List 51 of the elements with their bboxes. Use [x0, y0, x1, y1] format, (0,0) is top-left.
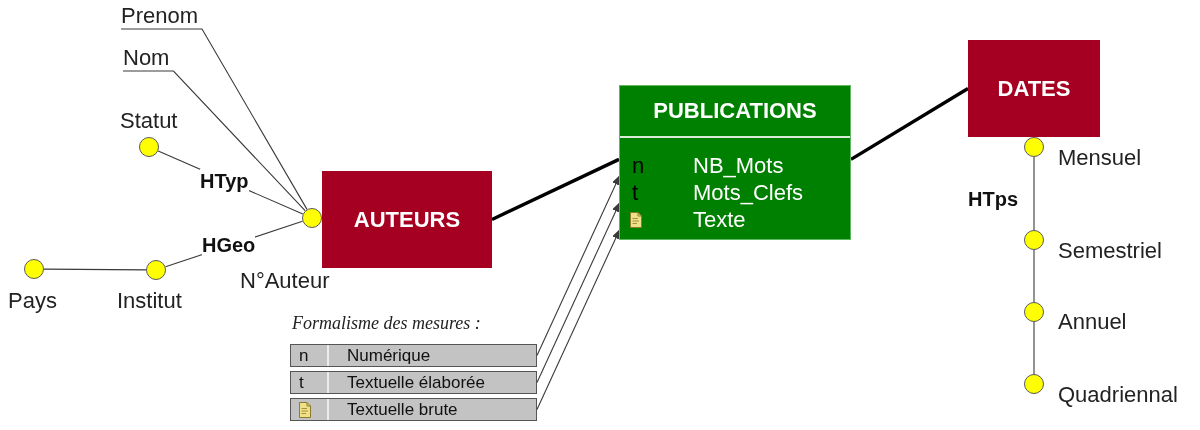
legend-row — [290, 398, 537, 421]
level-label: Semestriel — [1058, 238, 1162, 264]
level-circle — [1024, 230, 1044, 250]
level-label: Annuel — [1058, 309, 1127, 335]
legend-row — [290, 344, 537, 367]
level-label: Pays — [8, 288, 57, 314]
connector-line — [1033, 249, 1035, 303]
type-mark: t — [299, 372, 304, 393]
dimension-name: AUTEURS — [353, 206, 461, 233]
measure-name: Texte — [693, 206, 746, 233]
level-circle — [24, 259, 44, 279]
edge-label: HGeo — [202, 233, 256, 257]
connector-line — [1033, 321, 1035, 375]
measure-type: t — [632, 179, 639, 206]
level-circle — [302, 208, 322, 228]
connector-line — [850, 87, 969, 161]
leader-line — [120, 28, 308, 210]
attribute-name: Nom — [123, 45, 170, 71]
dimension-box — [322, 171, 492, 268]
dimension-name: DATES — [997, 75, 1071, 102]
level-circle — [1024, 374, 1044, 394]
level-label: Quadriennal — [1058, 382, 1178, 408]
legend-heading: Formalisme des mesures : — [292, 312, 481, 334]
fact-box — [619, 85, 851, 240]
fact-name: PUBLICATIONS — [653, 98, 817, 124]
arrow — [536, 201, 621, 384]
dimension-box — [968, 40, 1100, 137]
arrow — [536, 228, 621, 411]
legend-text: Numérique — [347, 345, 431, 366]
identifier-label: N°Auteur — [240, 268, 330, 294]
legend-text: Textuelle brute — [347, 399, 458, 420]
legend-row — [290, 371, 537, 394]
level-circle — [1024, 137, 1044, 157]
connector-line — [491, 157, 620, 222]
leader-line — [122, 70, 306, 212]
level-label: Mensuel — [1058, 145, 1142, 171]
arrow — [536, 174, 621, 357]
legend-text: Textuelle élaborée — [347, 372, 485, 393]
connector-line — [43, 268, 147, 271]
type-mark: n — [299, 345, 309, 366]
measure-type: n — [632, 152, 645, 179]
connector-line — [1033, 156, 1035, 231]
level-circle — [139, 137, 159, 157]
level-circle — [146, 260, 166, 280]
level-label: Institut — [117, 288, 182, 314]
measure-name: NB_Mots — [693, 152, 784, 179]
edge-label: HTyp — [200, 169, 249, 193]
attribute-name: Prenom — [121, 3, 199, 29]
level-circle — [1024, 302, 1044, 322]
level-label: Statut — [120, 108, 178, 134]
measure-name: Mots_Clefs — [693, 179, 804, 206]
